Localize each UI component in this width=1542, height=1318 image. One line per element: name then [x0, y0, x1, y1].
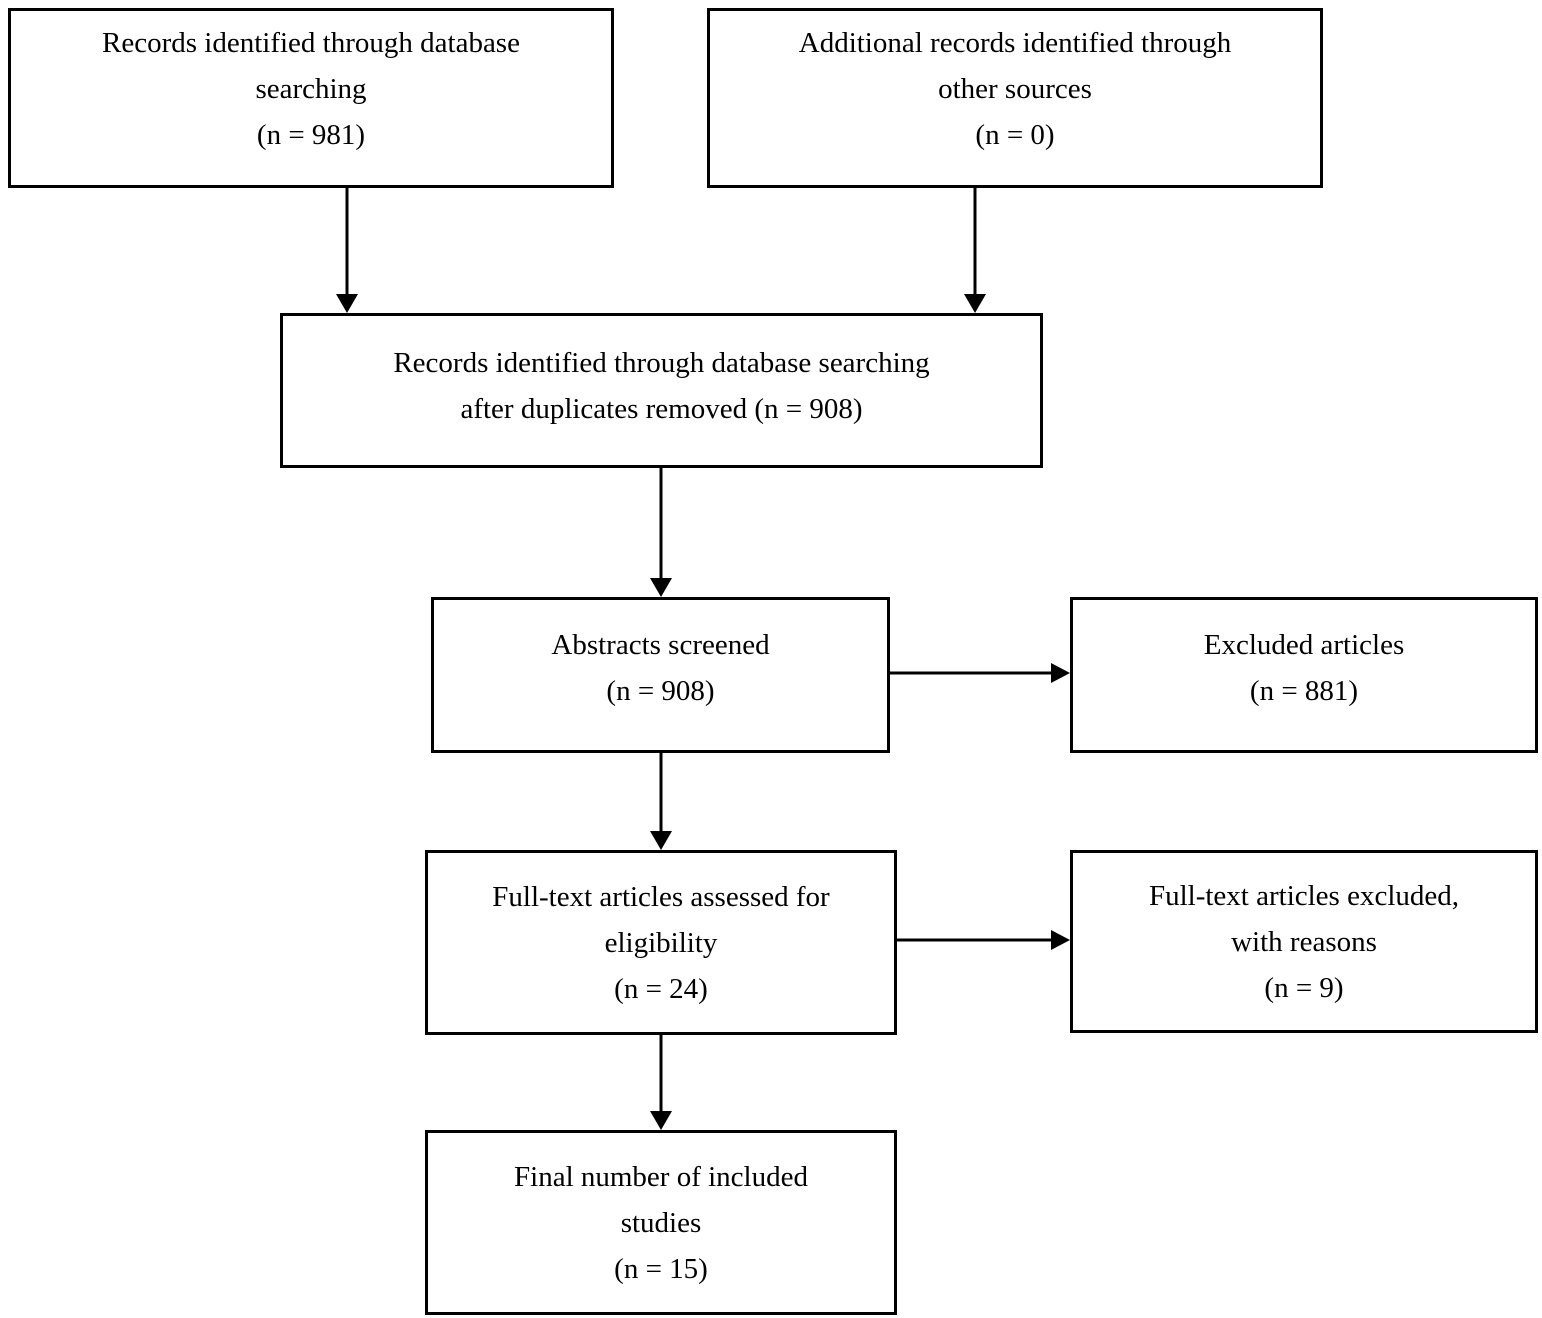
- box-line: eligibility: [604, 926, 718, 959]
- arrow-shaft: [659, 468, 663, 580]
- box-line: studies: [620, 1206, 702, 1239]
- box-count: (n = 15): [614, 1252, 708, 1285]
- box-line: searching: [255, 73, 367, 105]
- box-count: (n = 9): [1264, 971, 1344, 1004]
- box-abstracts-screened: Abstracts screened (n = 908): [431, 597, 890, 753]
- box-records-identified: Records identified through database sear…: [8, 8, 614, 188]
- arrow-abstracts-to-fulltext: [650, 753, 672, 850]
- arrowhead-right-icon: [1051, 663, 1070, 683]
- arrow-records-to-dedup: [336, 188, 358, 313]
- box-count: (n = 0): [975, 119, 1055, 151]
- arrow-fulltext-to-excluded: [897, 930, 1070, 950]
- arrow-shaft: [345, 188, 349, 296]
- box-line: Records identified through database sear…: [393, 346, 930, 379]
- box-excluded-articles: Excluded articles (n = 881): [1070, 597, 1538, 753]
- box-line: Abstracts screened: [551, 629, 770, 661]
- box-line: Excluded articles: [1203, 629, 1405, 661]
- box-line: Additional records identified through: [798, 27, 1232, 59]
- arrowhead-down-icon: [650, 831, 672, 850]
- arrow-additional-to-dedup: [964, 188, 986, 313]
- arrowhead-down-icon: [650, 578, 672, 597]
- arrowhead-down-icon: [336, 294, 358, 313]
- box-line: Full-text articles excluded,: [1148, 879, 1460, 912]
- arrow-dedup-to-abstracts: [650, 468, 672, 597]
- box-after-duplicates: Records identified through database sear…: [280, 313, 1043, 468]
- box-line: Records identified through database: [102, 27, 520, 59]
- box-line: with reasons: [1231, 925, 1377, 958]
- arrow-shaft: [659, 1035, 663, 1113]
- box-fulltext-assessed: Full-text articles assessed for eligibil…: [425, 850, 897, 1035]
- box-line: Full-text articles assessed for: [492, 880, 830, 913]
- box-count: (n = 881): [1249, 675, 1359, 707]
- arrow-shaft: [890, 671, 1054, 675]
- box-count: (n = 24): [614, 972, 708, 1005]
- arrow-shaft: [973, 188, 977, 296]
- arrow-abstracts-to-excluded: [890, 663, 1070, 683]
- box-fulltext-excluded: Full-text articles excluded, with reason…: [1070, 850, 1538, 1033]
- box-line: after duplicates removed (n = 908): [460, 392, 863, 425]
- arrowhead-down-icon: [964, 294, 986, 313]
- box-line: other sources: [938, 73, 1092, 105]
- box-final-included: Final number of included studies (n = 15…: [425, 1130, 897, 1315]
- box-count: (n = 981): [256, 119, 366, 151]
- box-additional-records: Additional records identified through ot…: [707, 8, 1323, 188]
- box-line: Final number of included: [514, 1160, 808, 1193]
- arrowhead-right-icon: [1051, 930, 1070, 950]
- box-count: (n = 908): [606, 675, 715, 707]
- arrow-shaft: [659, 753, 663, 833]
- arrow-fulltext-to-final: [650, 1035, 672, 1130]
- arrowhead-down-icon: [650, 1111, 672, 1130]
- arrow-shaft: [897, 938, 1054, 942]
